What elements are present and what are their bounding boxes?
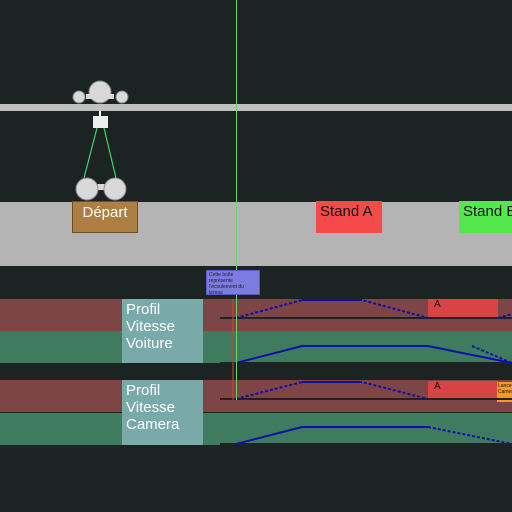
camera-box-icon bbox=[93, 116, 108, 128]
profile-label-line: Vitesse bbox=[126, 318, 175, 335]
camera-launch-marker[interactable]: Lance Camera bbox=[497, 382, 512, 402]
time-tooltip: Cette boîte représente l'écoulement du t… bbox=[206, 270, 260, 295]
car-profile-label: Profil Vitesse Voiture bbox=[122, 299, 203, 363]
camera-profile-label: Profil Vitesse Camera bbox=[122, 380, 203, 445]
car-speed-lane-top[interactable] bbox=[0, 299, 512, 331]
profile-label-line: Camera bbox=[126, 416, 180, 433]
trolley-wheel-icon bbox=[72, 90, 86, 104]
trolley-wheel-icon bbox=[115, 90, 129, 104]
car-profile-line-upper bbox=[235, 299, 429, 319]
time-playhead[interactable] bbox=[236, 0, 237, 400]
profile-label-line: Vitesse bbox=[126, 399, 175, 416]
car-wheel-icon bbox=[75, 177, 99, 201]
car-wheel-icon bbox=[103, 177, 127, 201]
profile-label-line: Voiture bbox=[126, 335, 173, 352]
start-marker[interactable]: Départ bbox=[72, 201, 138, 233]
camera-profile-line-upper bbox=[235, 381, 429, 400]
stand-a-marker[interactable]: Stand A bbox=[316, 201, 382, 233]
camera-speed-lane-top[interactable] bbox=[0, 380, 512, 412]
profile-label-line: Profil bbox=[126, 301, 161, 318]
profile-label-line: Profil bbox=[126, 382, 161, 399]
camera-profile-line-lower bbox=[235, 426, 428, 445]
car-profile-line-lower bbox=[235, 345, 512, 364]
camera-stand-a-marker[interactable]: A bbox=[428, 381, 498, 399]
camera-rail bbox=[0, 104, 512, 111]
stand-b-marker[interactable]: Stand B bbox=[459, 201, 512, 233]
car-stand-a-marker[interactable]: A bbox=[428, 299, 498, 317]
